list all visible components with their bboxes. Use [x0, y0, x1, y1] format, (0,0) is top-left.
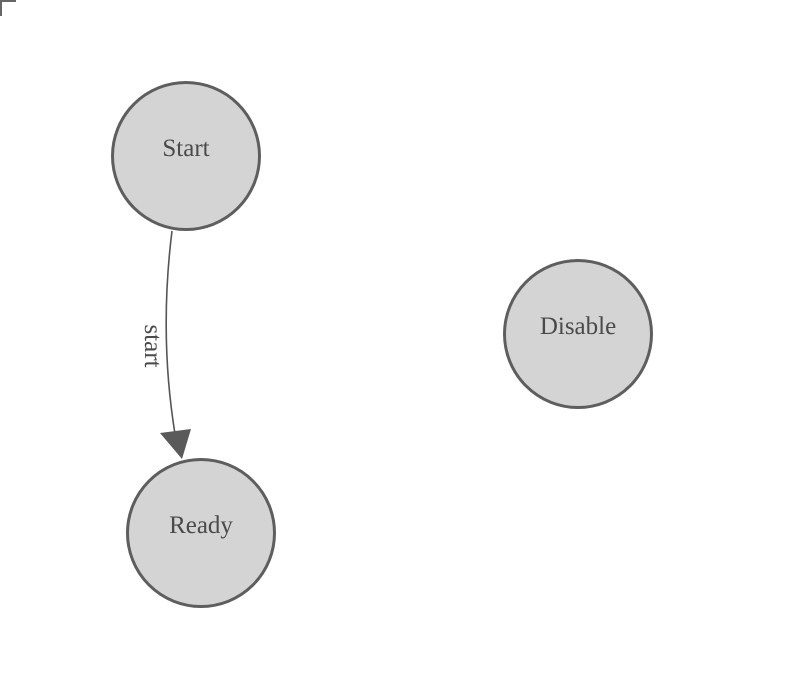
- state-node-ready[interactable]: Ready: [126, 458, 276, 608]
- transition-arrowhead: [160, 429, 191, 459]
- state-node-disable-label: Disable: [539, 313, 617, 340]
- canvas-corner-mark: [0, 0, 16, 16]
- transition-edge-start-to-ready[interactable]: [165, 230, 176, 435]
- state-node-disable[interactable]: Disable: [503, 259, 653, 409]
- state-node-start[interactable]: Start: [111, 81, 261, 231]
- transition-edge-label: start: [139, 324, 166, 368]
- state-node-start-label: Start: [162, 135, 210, 162]
- state-node-ready-label: Ready: [169, 512, 233, 539]
